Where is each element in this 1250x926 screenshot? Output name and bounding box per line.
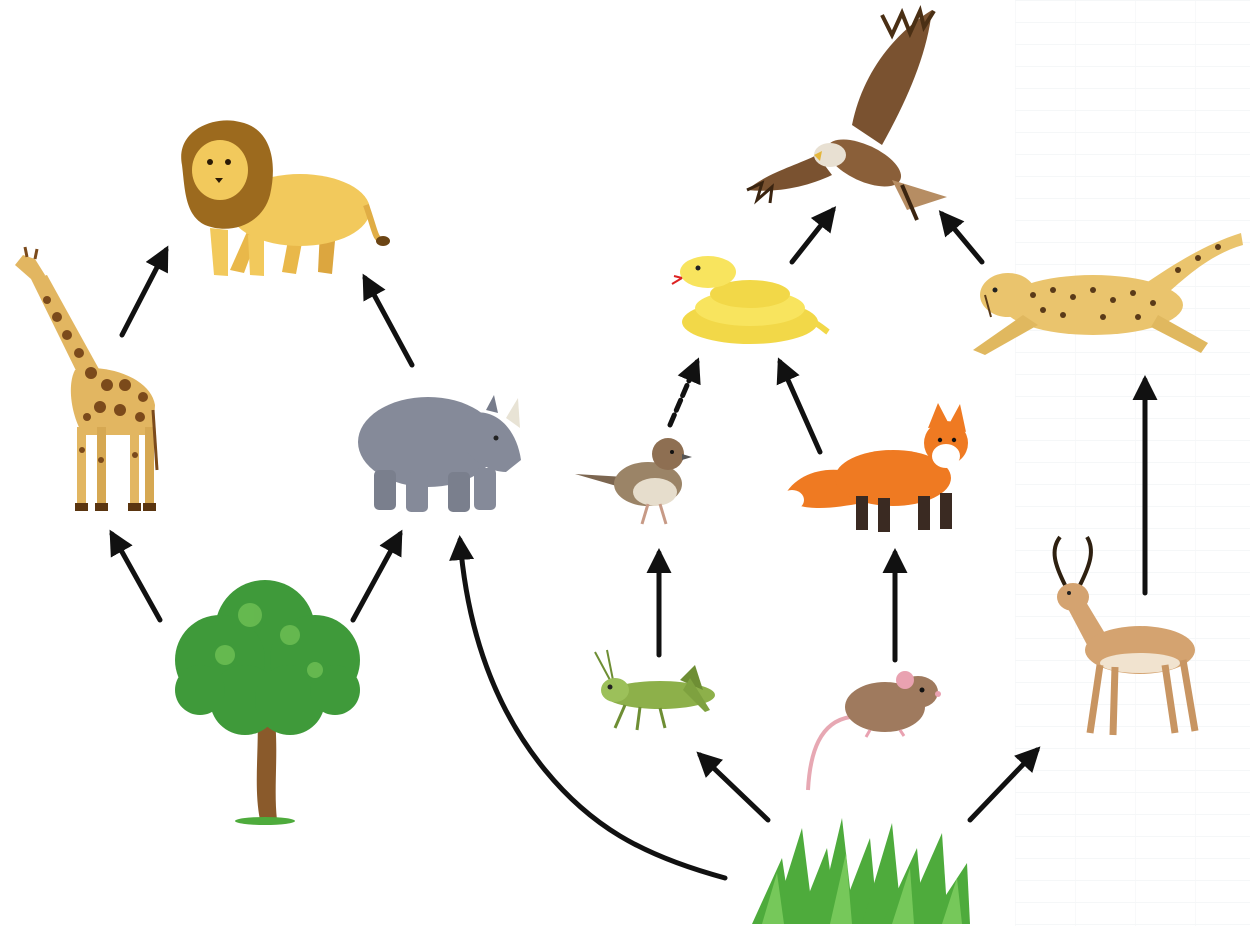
antelope-icon — [1035, 535, 1205, 740]
arrow-sparrow-to-snake — [670, 362, 697, 425]
lion-icon — [170, 110, 390, 285]
arrow-tree-to-giraffe — [112, 534, 160, 620]
arrow-rhinoceros-to-lion — [365, 278, 412, 365]
eagle-icon — [742, 5, 952, 225]
grass-icon — [742, 818, 977, 926]
snake-icon — [670, 250, 830, 350]
fox-icon — [778, 398, 973, 533]
sparrow-icon — [570, 432, 695, 527]
arrow-grass-to-grasshopper — [700, 755, 768, 820]
rhinoceros-icon — [356, 380, 526, 515]
cheetah-icon — [963, 225, 1248, 360]
mouse-icon — [800, 672, 950, 792]
tree-icon — [165, 575, 365, 825]
giraffe-icon — [5, 245, 165, 515]
arrow-grass-to-antelope — [970, 750, 1037, 820]
grasshopper-icon — [585, 650, 720, 735]
